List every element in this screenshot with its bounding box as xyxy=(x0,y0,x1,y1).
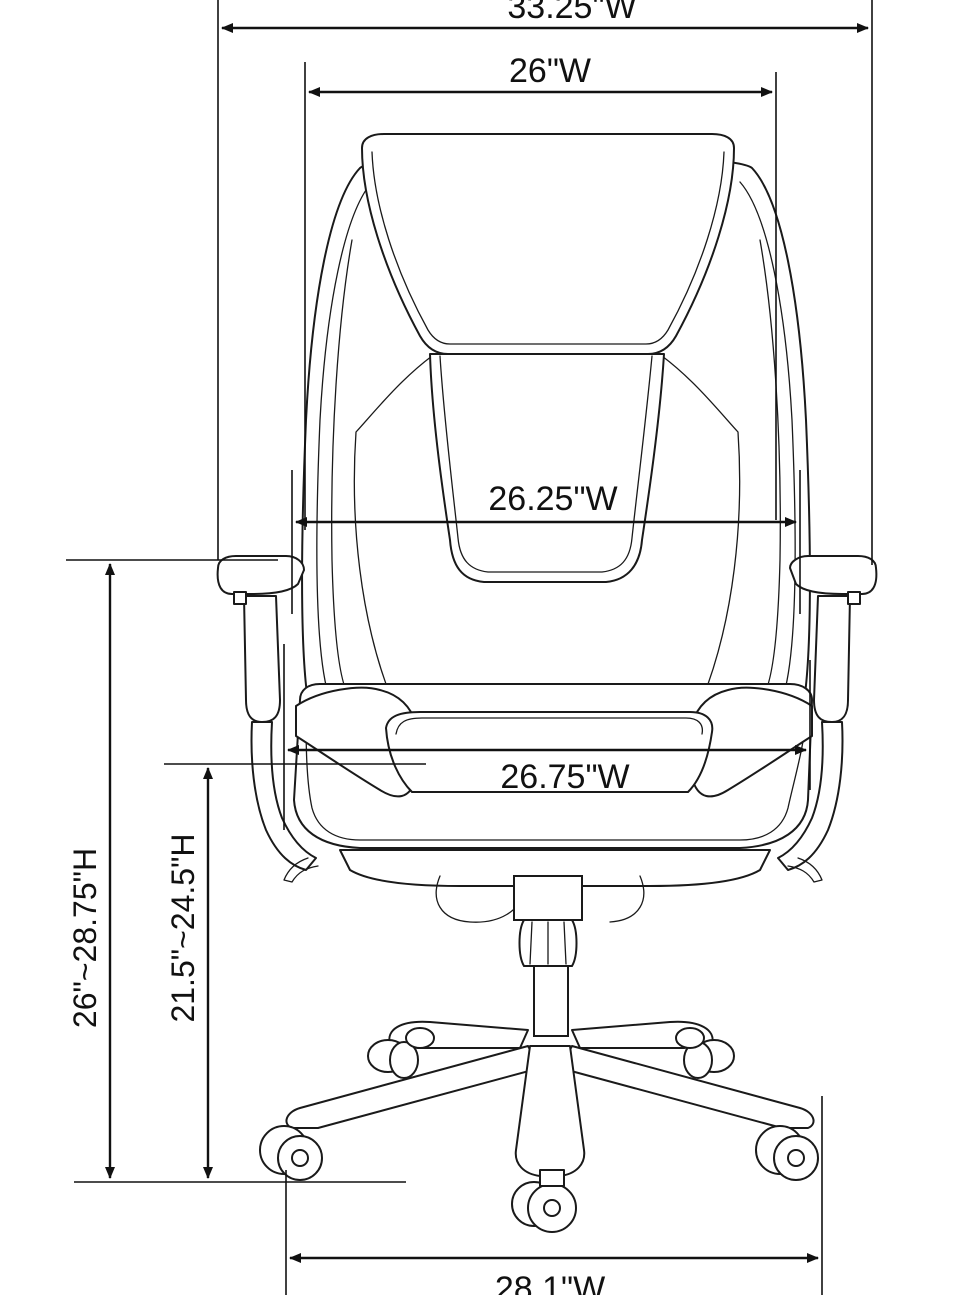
cylinder-cap xyxy=(513,875,583,921)
base-leg-front-left xyxy=(285,1045,541,1129)
arm-height-label: 26"~28.75"H xyxy=(67,848,103,1028)
seat-width-label: 26.75"W xyxy=(500,758,629,796)
arm-width-label: 26.25"W xyxy=(488,480,617,518)
adjustment-lever-left xyxy=(283,857,319,883)
armrest-left-support xyxy=(250,721,317,871)
adjustment-lever-right xyxy=(787,857,823,883)
overall-width-label: 33.25"W xyxy=(507,0,636,26)
back-width-label: 26"W xyxy=(509,52,591,90)
backrest-wing-left xyxy=(353,355,433,701)
headrest-pad xyxy=(361,133,735,355)
backrest-wing-right xyxy=(661,355,741,701)
armrest-right-support xyxy=(777,721,844,871)
armrest-right-post xyxy=(813,595,851,723)
backrest-inner-edge xyxy=(316,181,373,701)
base-width-label: 28.1"W xyxy=(495,1270,605,1295)
seat-mechanism xyxy=(339,849,771,887)
dimension-back-width: 26"W xyxy=(304,52,777,530)
seat-height-label: 21.5"~24.5"H xyxy=(165,833,201,1022)
dimension-overall-width: 33.25"W xyxy=(217,0,873,565)
armrest-right-pad xyxy=(789,555,878,595)
office-chair-illustration xyxy=(216,133,878,1233)
dimension-seat-height: 21.5"~24.5"H xyxy=(164,763,426,1179)
armrest-left-pad xyxy=(216,555,305,595)
lumbar-panel xyxy=(429,353,665,583)
dimension-seat-width: 26.75"W xyxy=(283,644,811,830)
dimension-arm-width: 26.25"W xyxy=(291,470,801,614)
armrest-left-post xyxy=(243,595,281,723)
gas-cylinder xyxy=(533,965,569,1037)
dimension-arm-height: 26"~28.75"H xyxy=(66,559,406,1183)
